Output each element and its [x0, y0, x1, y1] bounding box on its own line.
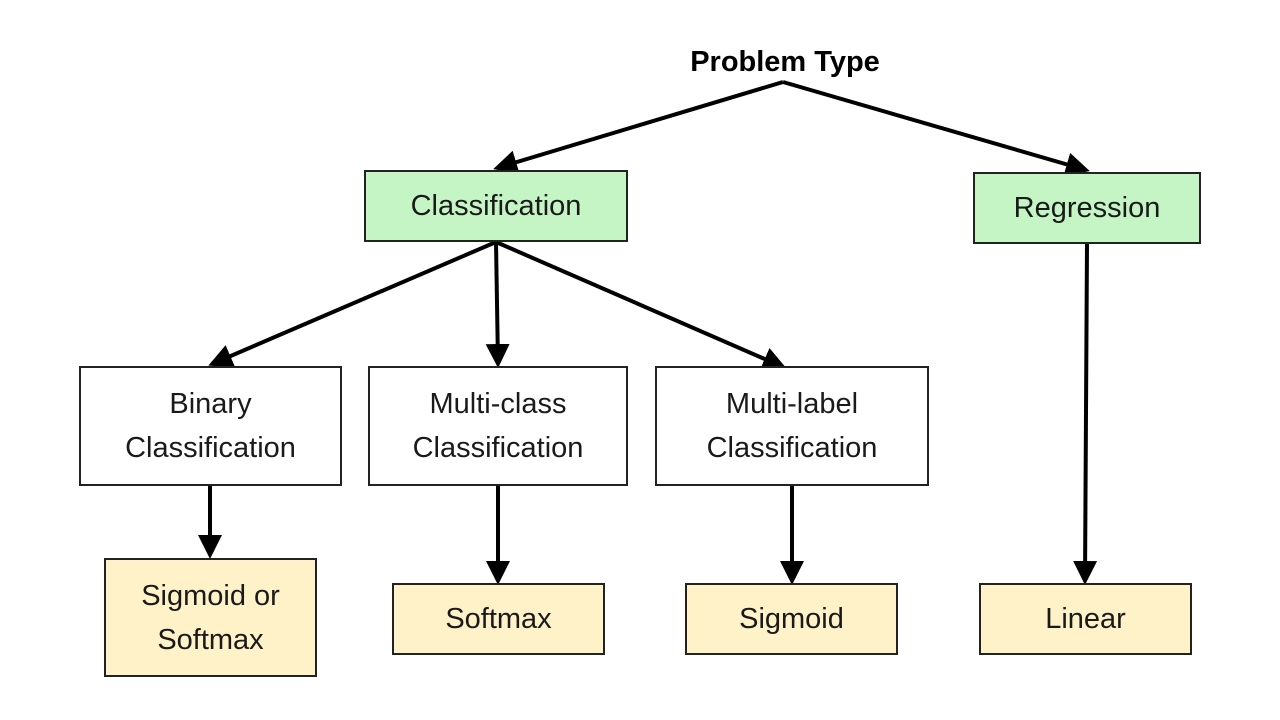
node-binary-classification-label: Binary Classification: [125, 388, 296, 464]
arrow-regression-to-activation: [1073, 243, 1098, 585]
node-activation-softmax-label: Softmax: [445, 603, 552, 635]
root-node-problem-type: Problem Type: [690, 45, 880, 78]
arrow-classification-to-multiclass: [485, 241, 510, 368]
node-regression: Regression: [973, 172, 1201, 244]
node-activation-softmax: Softmax: [392, 583, 605, 655]
node-activation-linear-label: Linear: [1045, 603, 1126, 635]
arrow-root-to-classification: [493, 80, 784, 174]
node-multiclass-classification: Multi-class Classification: [368, 366, 628, 486]
arrow-root-to-regression: [782, 80, 1090, 176]
node-activation-sigmoid-or-softmax-label: Sigmoid or Softmax: [141, 579, 280, 656]
node-classification-label: Classification: [410, 190, 582, 222]
node-regression-label: Regression: [1013, 192, 1161, 224]
node-multiclass-classification-label: Multi-class Classification: [412, 388, 584, 464]
node-activation-sigmoid: Sigmoid: [685, 583, 898, 655]
node-classification: Classification: [364, 170, 628, 242]
arrow-classification-to-multilabel: [495, 240, 787, 371]
node-activation-sigmoid-label: Sigmoid: [739, 603, 844, 635]
node-multilabel-classification: Multi-label Classification: [655, 366, 929, 486]
node-multilabel-classification-label: Multi-label Classification: [706, 388, 878, 464]
node-activation-linear: Linear: [979, 583, 1192, 655]
node-binary-classification: Binary Classification: [79, 366, 342, 486]
node-activation-sigmoid-or-softmax: Sigmoid or Softmax: [104, 558, 317, 677]
arrow-classification-to-binary: [208, 240, 497, 368]
